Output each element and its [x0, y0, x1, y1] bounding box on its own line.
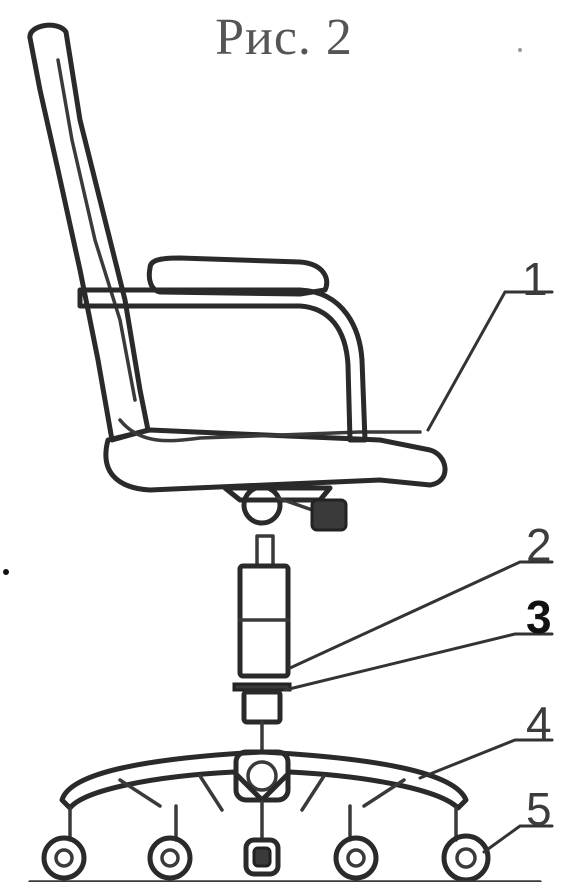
chair-backrest [27, 22, 151, 443]
leader-1 [426, 290, 554, 432]
chair-armrest-pad [146, 255, 330, 297]
chair-seat [103, 427, 448, 493]
caster-1 [41, 806, 87, 881]
chair-base [59, 749, 469, 811]
chair-lever-handle [310, 498, 348, 532]
leader-3 [283, 632, 554, 692]
leader-4 [418, 738, 554, 780]
callout-1: 1 [522, 253, 548, 305]
speck-top [518, 48, 522, 52]
base-hub [233, 749, 291, 803]
gas-lift-lower [241, 689, 283, 725]
gas-lift-top [255, 534, 275, 568]
figure-title: Рис. 2 [215, 9, 353, 66]
caster-4 [333, 804, 379, 881]
caster-2 [147, 804, 193, 881]
leader-5 [482, 824, 554, 854]
callout-2: 2 [526, 519, 552, 571]
chair-armrest [77, 287, 368, 443]
chair-seat-cushion [118, 418, 422, 443]
caster-3 [243, 800, 281, 877]
base-hub-center [246, 760, 278, 792]
gas-lift-ring [232, 682, 292, 692]
callout-4: 4 [526, 697, 552, 749]
leader-2 [288, 560, 554, 670]
caster-5 [441, 806, 491, 882]
callout-5: 5 [526, 783, 552, 835]
speck [3, 569, 9, 575]
chair-base-arms [118, 774, 406, 812]
chair-backrest-inner [56, 58, 137, 402]
chair-mechanism-knob [241, 484, 283, 526]
callout-3: 3 [526, 591, 552, 643]
